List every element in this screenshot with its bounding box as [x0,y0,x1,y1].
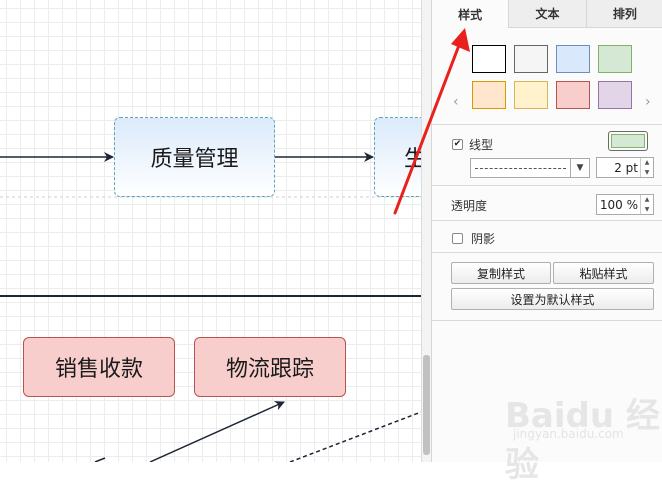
format-tabs: 样式 文本 排列 [432,0,662,28]
shadow-row: 阴影 [452,230,495,247]
connector-fragment[interactable] [94,457,106,462]
canvas-vertical-scrollbar[interactable] [421,0,431,462]
chevron-down-icon: ▼ [570,159,589,177]
scrollbar-thumb[interactable] [423,355,430,455]
line-color-fill [611,134,645,148]
divider [432,220,662,221]
node-label: 生 [404,141,421,173]
stepper-buttons[interactable]: ▲▼ [640,195,653,214]
line-toggle-row: ✔ 线型 [452,136,493,153]
tab-text[interactable]: 文本 [508,0,586,28]
line-checkbox[interactable]: ✔ [452,139,463,150]
diagram-canvas[interactable]: 质量管理 生 销售收款 物流跟踪 [0,0,421,462]
swatch-blue[interactable] [556,45,590,73]
paste-style-button[interactable]: 粘贴样式 [553,262,654,284]
chevron-right-icon[interactable]: › [645,94,651,110]
node-label: 质量管理 [150,147,239,172]
set-default-style-button[interactable]: 设置为默认样式 [451,288,654,310]
shadow-checkbox[interactable] [452,233,463,244]
swatch-purple[interactable] [598,81,632,109]
line-label: 线型 [469,138,494,152]
baidu-watermark-url: jingyan.baidu.com [513,427,624,441]
node-logistics-tracking[interactable]: 物流跟踪 [194,337,346,397]
chevron-left-icon[interactable]: ‹ [453,94,459,110]
dashed-pattern-preview [475,167,566,169]
swatch-red[interactable] [556,81,590,109]
line-pattern-select[interactable]: ▼ [470,158,590,178]
stepper-buttons[interactable]: ▲▼ [640,158,653,177]
swatch-orange[interactable] [472,81,506,109]
line-color-button[interactable] [608,131,648,151]
divider [432,252,662,253]
connector-to-logistics[interactable] [149,401,285,462]
swatch-gray[interactable] [514,45,548,73]
dashed-connector[interactable] [289,411,421,462]
shadow-label: 阴影 [471,232,496,246]
opacity-stepper[interactable]: 100 % ▲▼ [596,194,654,215]
node-partial[interactable]: 生 [374,117,421,197]
line-width-stepper[interactable]: 2 pt ▲▼ [596,157,654,178]
divider [432,320,662,321]
format-panel: 样式 文本 排列 ‹ › ✔ 线型 ▼ 2 pt ▲▼ 透明度 100 % ▲▼ [431,0,662,462]
node-label: 物流跟踪 [225,357,314,382]
swatch-yellow[interactable] [514,81,548,109]
node-quality-management[interactable]: 质量管理 [114,117,275,197]
divider [432,185,662,186]
swatch-white[interactable] [472,45,506,73]
tab-style[interactable]: 样式 [432,0,509,28]
node-sales-collection[interactable]: 销售收款 [23,337,175,397]
opacity-row: 透明度 [451,197,487,214]
swatch-green[interactable] [598,45,632,73]
tab-arrange[interactable]: 排列 [585,0,662,28]
opacity-value: 100 % [599,197,638,212]
node-label: 销售收款 [54,357,143,382]
style-swatches: ‹ › [432,28,662,125]
connector-layer [0,152,421,462]
opacity-label: 透明度 [451,199,488,213]
line-width-value: 2 pt [614,160,638,175]
copy-style-button[interactable]: 复制样式 [451,262,551,284]
